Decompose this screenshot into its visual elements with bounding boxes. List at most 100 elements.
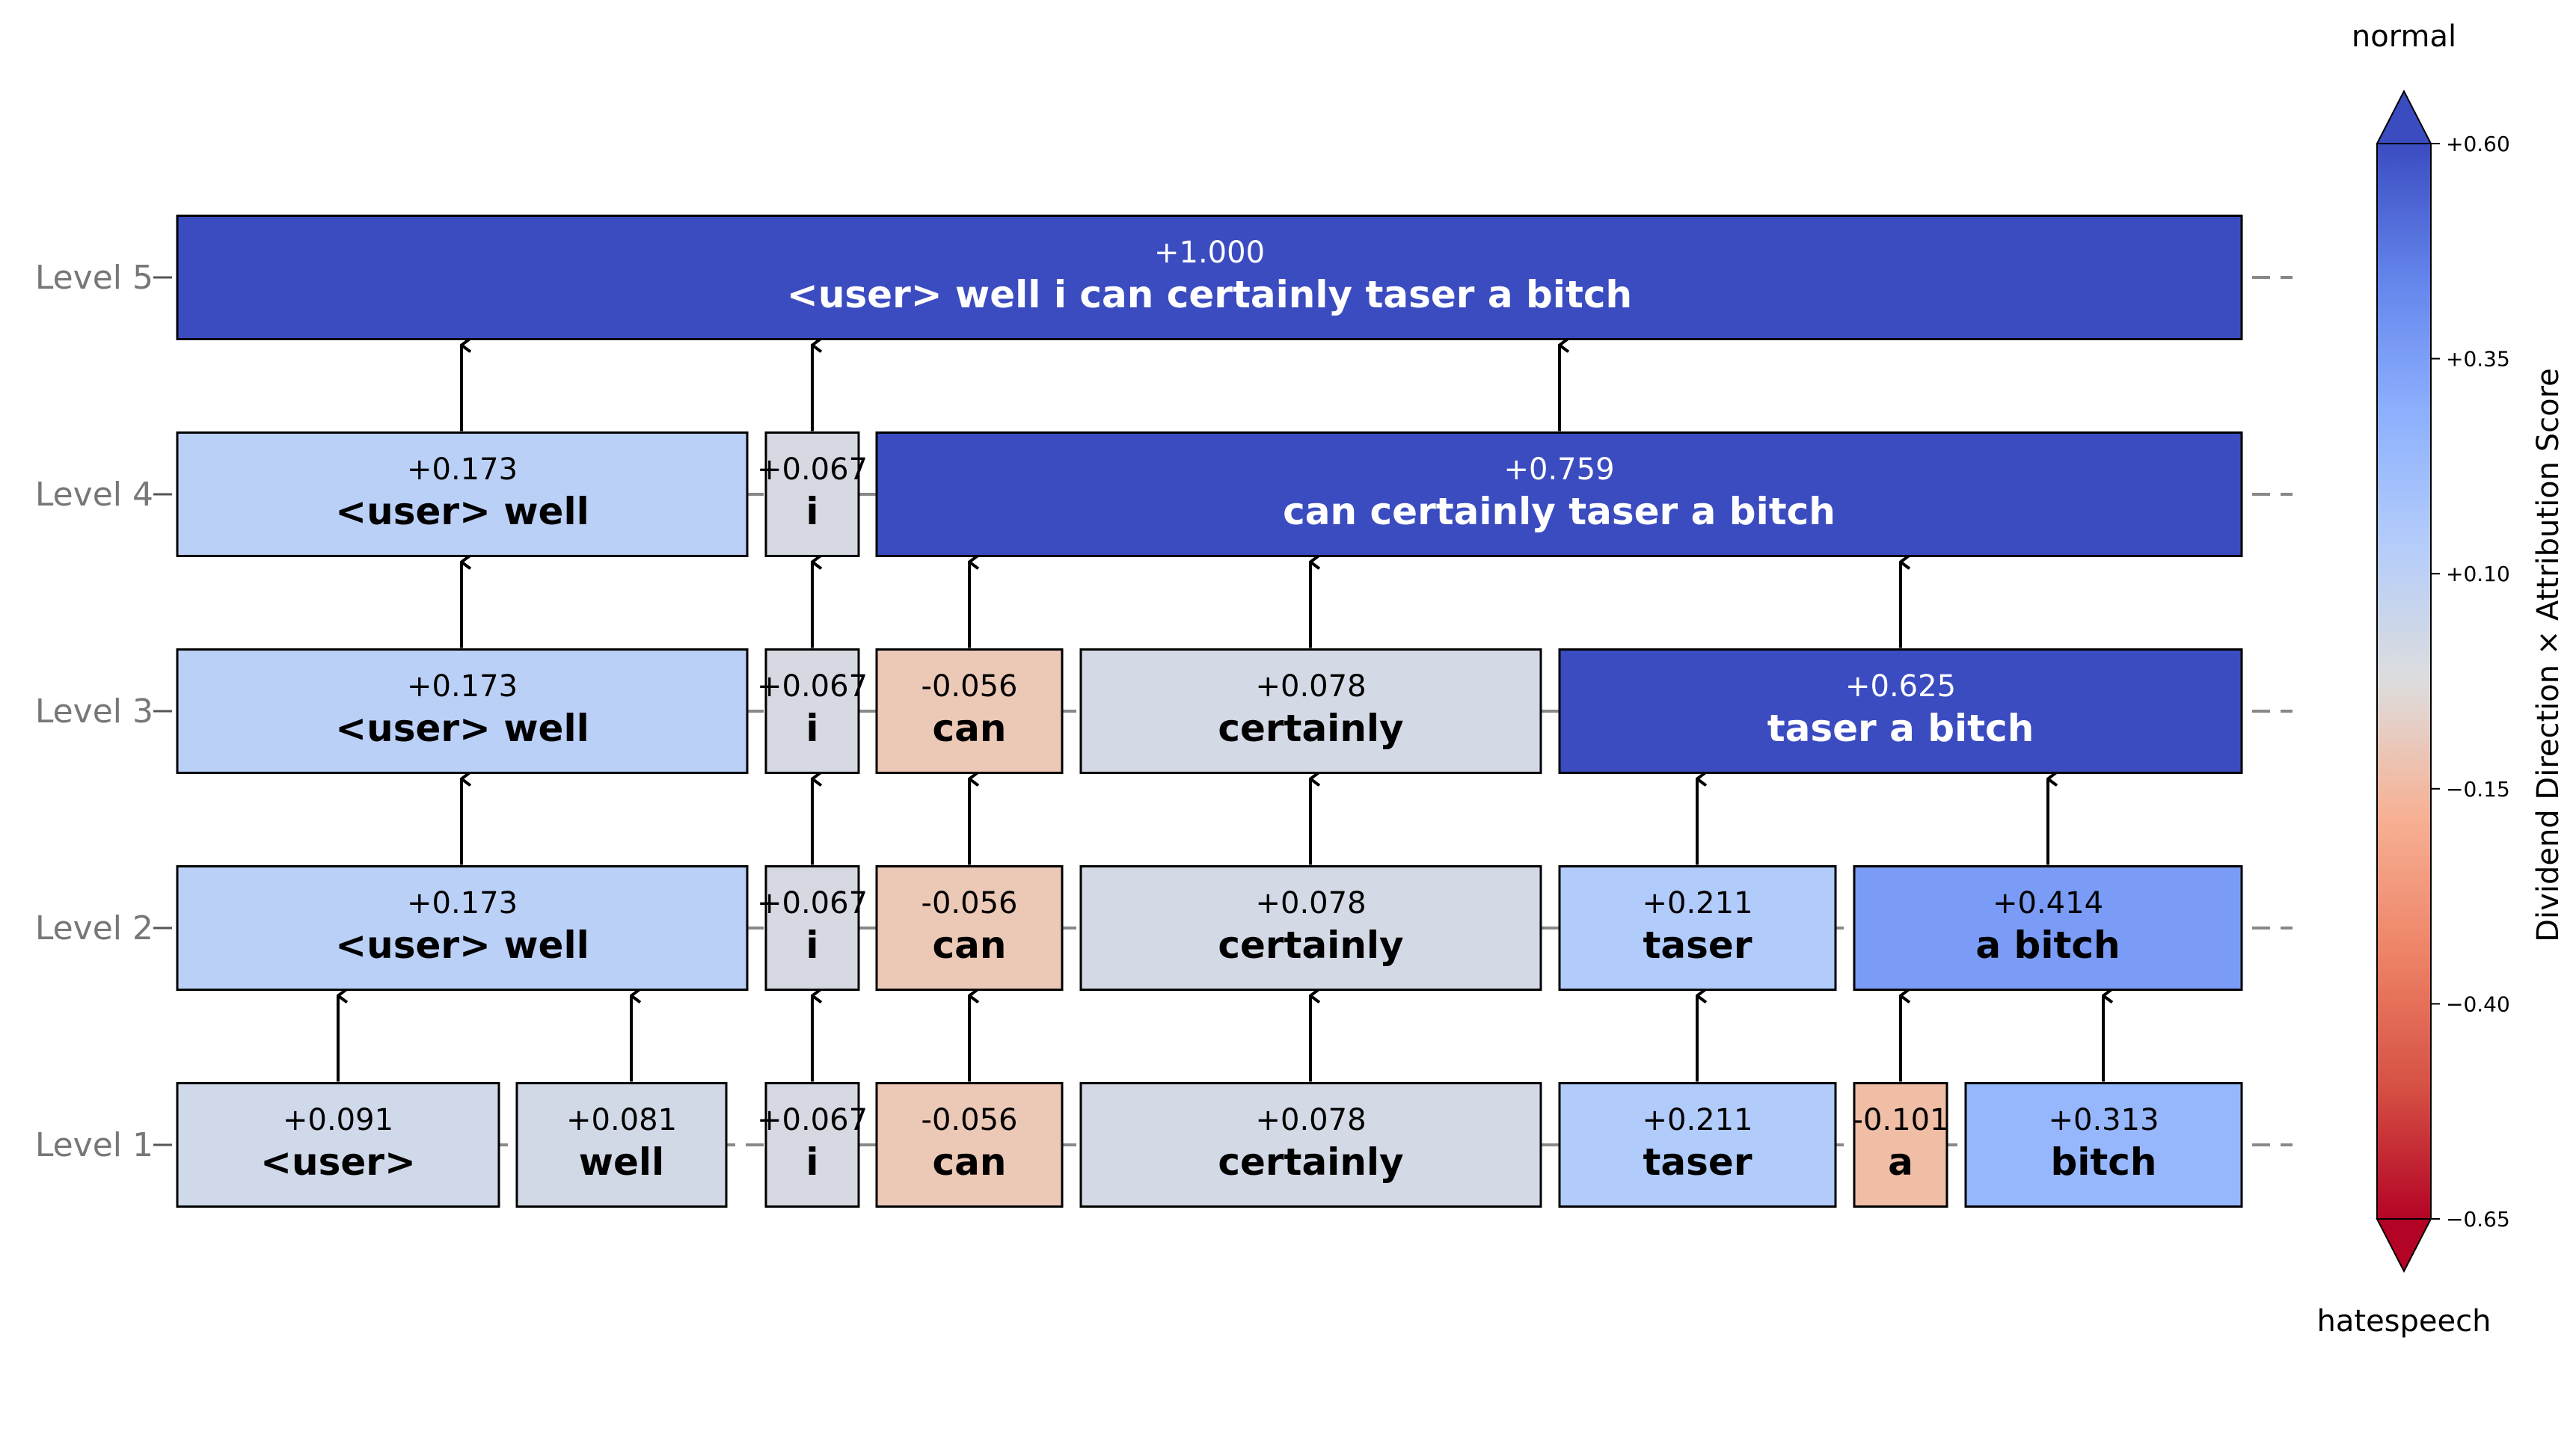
level-label-2: Level 2 xyxy=(35,909,153,947)
node-score: +0.067 xyxy=(757,452,868,487)
node-rect xyxy=(176,431,749,557)
node-rect xyxy=(1853,865,2243,991)
node-rect xyxy=(875,431,2243,557)
colorbar-tick-label: +0.10 xyxy=(2446,562,2510,586)
node-score: +0.067 xyxy=(757,669,868,704)
colorbar-bottom-label: hatespeech xyxy=(2317,1304,2491,1339)
node-text: can xyxy=(933,707,1007,750)
node-rect xyxy=(875,648,1064,774)
node-score: +0.173 xyxy=(407,669,518,704)
node-text: can xyxy=(933,924,1007,967)
node-rect xyxy=(875,865,1064,991)
node-text: taser a bitch xyxy=(1767,707,2034,750)
node-text: certainly xyxy=(1218,924,1403,967)
node-text: <user> xyxy=(260,1140,416,1184)
node-rect xyxy=(1853,1082,1948,1208)
colorbar-bottom-extension xyxy=(2376,1218,2432,1273)
node-rect xyxy=(515,1082,728,1208)
node-score: +0.211 xyxy=(1642,886,1752,921)
node-rect xyxy=(764,648,860,774)
node-rect xyxy=(1964,1082,2243,1208)
colorbar-tick-label: −0.40 xyxy=(2446,992,2510,1016)
node-score: -0.056 xyxy=(921,669,1018,704)
node-rect xyxy=(764,1082,860,1208)
node-rect xyxy=(764,431,860,557)
node-box: +0.091<user> xyxy=(176,1082,500,1208)
node-rect xyxy=(1558,1082,1837,1208)
node-score: +0.759 xyxy=(1503,452,1614,487)
node-rect xyxy=(1558,865,1837,991)
node-score: -0.056 xyxy=(921,886,1018,921)
node-rect xyxy=(176,215,2243,340)
node-score: +0.078 xyxy=(1255,886,1366,921)
node-text: a bitch xyxy=(1975,924,2120,967)
connection-arrows xyxy=(337,345,2103,1082)
colorbar-title: Dividend Direction × Attribution Score xyxy=(2531,368,2566,942)
node-score: -0.101 xyxy=(1853,1103,1949,1137)
level-label-3: Level 3 xyxy=(35,692,153,731)
colorbar-top-extension xyxy=(2376,89,2432,144)
node-text: well xyxy=(579,1140,664,1184)
node-score: +0.078 xyxy=(1255,1103,1366,1137)
node-text: i xyxy=(806,1140,818,1184)
colorbar-tick-label: −0.65 xyxy=(2446,1207,2510,1232)
node-rect xyxy=(176,648,749,774)
node-text: can certainly taser a bitch xyxy=(1283,490,1836,533)
node-box: +0.173<user> well xyxy=(176,431,749,557)
level-label-5: Level 5 xyxy=(35,259,153,297)
node-text: <user> well xyxy=(335,707,589,750)
colorbar: +0.60+0.35+0.10−0.15−0.40−0.65normalhate… xyxy=(2317,19,2566,1339)
node-rect xyxy=(1558,648,2243,774)
node-rect xyxy=(1079,648,1542,774)
node-rect xyxy=(176,1082,500,1208)
node-score: +0.211 xyxy=(1642,1103,1752,1137)
node-text: certainly xyxy=(1218,1140,1403,1184)
node-text: <user> well xyxy=(335,924,589,967)
node-rect xyxy=(1079,1082,1542,1208)
node-box: +0.173<user> well xyxy=(176,865,749,991)
node-text: bitch xyxy=(2050,1140,2156,1184)
node-rect xyxy=(1079,865,1542,991)
node-score: +0.625 xyxy=(1845,669,1956,704)
node-text: i xyxy=(806,490,818,533)
node-text: taser xyxy=(1643,924,1752,967)
node-text: <user> well i can certainly taser a bitc… xyxy=(787,273,1632,316)
node-score: +0.313 xyxy=(2048,1103,2159,1137)
level-label-1: Level 1 xyxy=(35,1126,153,1164)
node-rect xyxy=(176,865,749,991)
node-text: i xyxy=(806,924,818,967)
node-score: +0.091 xyxy=(283,1103,393,1137)
node-score: +0.173 xyxy=(407,452,518,487)
colorbar-tick-label: +0.60 xyxy=(2446,132,2510,156)
node-score: +0.081 xyxy=(566,1103,677,1137)
colorbar-tick-label: +0.35 xyxy=(2446,347,2510,372)
node-text: <user> well xyxy=(335,490,589,533)
attribution-nodes: +0.091<user>+0.081well+0.067i-0.056can+0… xyxy=(176,215,2243,1208)
node-box: +1.000<user> well i can certainly taser … xyxy=(176,215,2243,340)
node-score: +0.414 xyxy=(1993,886,2103,921)
node-text: can xyxy=(933,1140,1007,1184)
node-text: certainly xyxy=(1218,707,1403,750)
colorbar-gradient xyxy=(2376,143,2432,1220)
node-score: +0.067 xyxy=(757,1103,868,1137)
node-box: +0.173<user> well xyxy=(176,648,749,774)
node-score: -0.056 xyxy=(921,1103,1018,1137)
node-rect xyxy=(764,865,860,991)
node-text: a xyxy=(1888,1140,1913,1184)
